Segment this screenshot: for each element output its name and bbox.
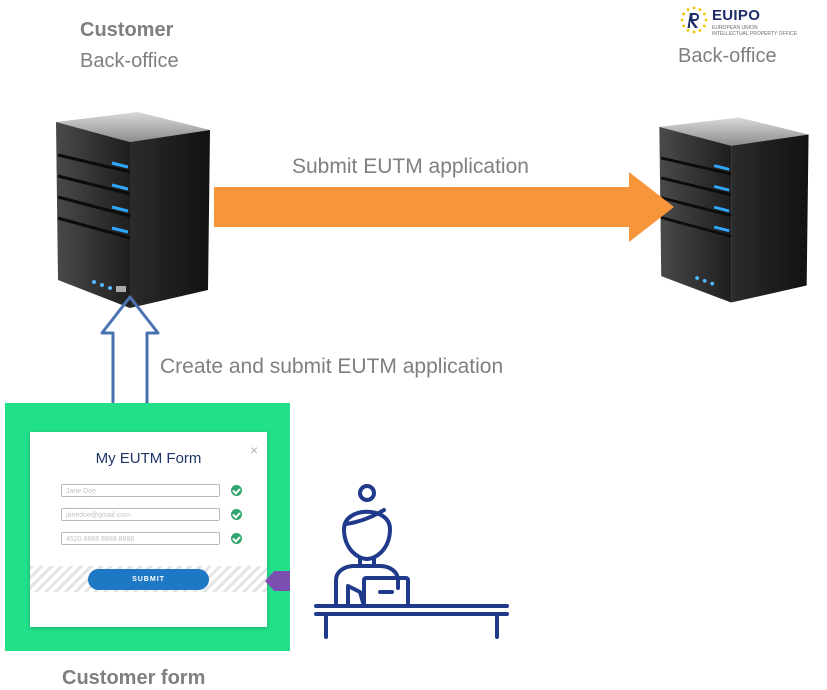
euipo-subtitle: Back-office [678, 45, 777, 67]
euipo-wordmark: EUIPO [712, 7, 761, 24]
euipo-subtext-line-1: EUROPEAN UNION [712, 25, 758, 31]
form-title: My EUTM Form [95, 450, 202, 467]
name-field[interactable]: Jane Doe [61, 484, 220, 497]
submit-arrow-label: Submit EUTM application [292, 155, 529, 178]
email-field[interactable]: janedoe@gmail.com [61, 508, 220, 521]
form-card: My EUTM Form × Jane Doe janedoe@gmail.co… [30, 432, 267, 627]
customer-title: Customer [80, 19, 174, 41]
customer-server-icon [56, 112, 210, 308]
card-number-field[interactable]: 4520 8888 8888 8888 [61, 532, 220, 545]
euipo-stars-icon [680, 6, 708, 34]
euipo-server-icon [659, 117, 809, 303]
create-arrow [100, 295, 160, 406]
submit-button[interactable]: SUBMIT [88, 569, 209, 590]
submit-arrow [214, 172, 674, 242]
create-arrow-label: Create and submit EUTM application [160, 355, 504, 378]
customer-subtitle: Back-office [80, 50, 179, 72]
checkmark-icon [231, 509, 242, 520]
person-at-laptop-icon [314, 484, 509, 639]
purple-tab-icon [265, 571, 290, 591]
close-icon[interactable]: × [250, 442, 259, 458]
checkmark-icon [231, 533, 242, 544]
checkmark-icon [231, 485, 242, 496]
form-caption: Customer form [62, 667, 206, 689]
euipo-subtext-line-2: INTELLECTUAL PROPERTY OFFICE [712, 31, 797, 37]
